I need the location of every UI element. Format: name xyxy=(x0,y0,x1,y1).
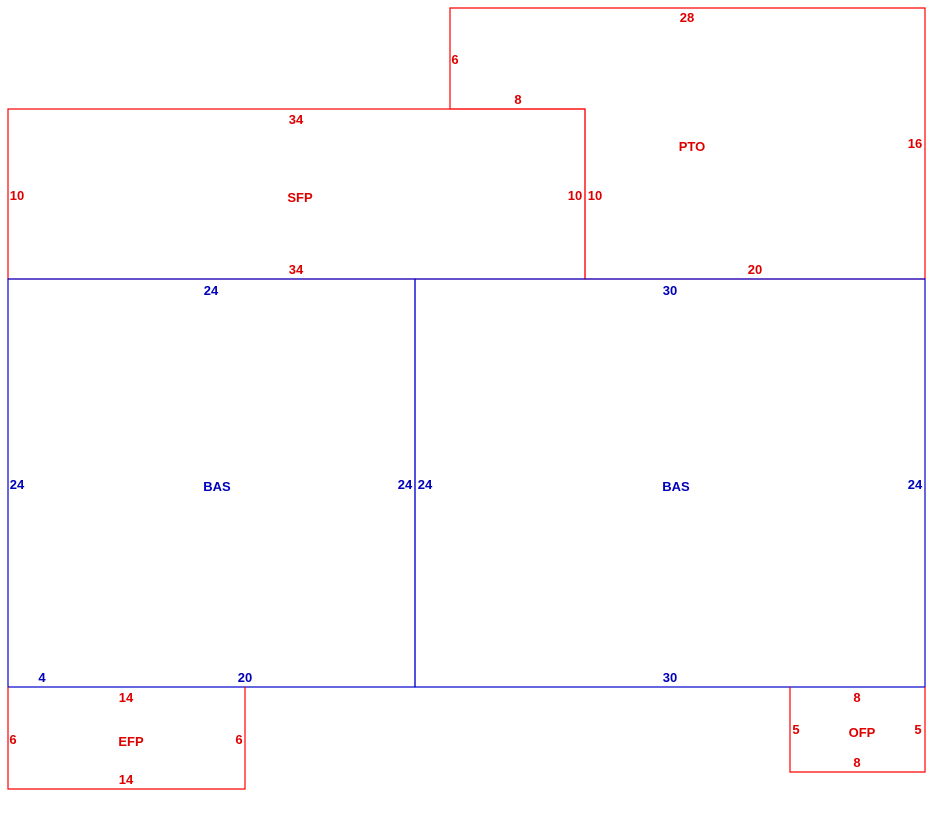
sfp-bottom-dimension: 34 xyxy=(289,262,304,277)
sfp-area-label: SFP xyxy=(287,190,313,205)
bas-left-left-dimension: 24 xyxy=(10,477,25,492)
sfp-right-dimension: 10 xyxy=(568,188,582,203)
efp-area-label: EFP xyxy=(118,734,144,749)
bas-right-area-label: BAS xyxy=(662,479,690,494)
bas-left-area-label: BAS xyxy=(203,479,231,494)
ofp-top-dimension: 8 xyxy=(853,690,860,705)
efp-top-dimension: 14 xyxy=(119,690,134,705)
bas-right-bottom-dimension: 30 xyxy=(663,670,677,685)
pto-right-dimension: 16 xyxy=(908,136,922,151)
ofp-outline xyxy=(789,687,926,773)
efp-right-dimension: 6 xyxy=(235,732,242,747)
ofp-bottom-dimension: 8 xyxy=(853,755,860,770)
pto-left-lower-dimension: 10 xyxy=(588,188,602,203)
bas-left-top-dimension: 24 xyxy=(204,283,219,298)
efp-outline xyxy=(7,687,246,790)
bas-right-left-dimension: 24 xyxy=(418,477,433,492)
bas-right-top-dimension: 30 xyxy=(663,283,677,298)
ofp-left-dimension: 5 xyxy=(792,722,799,737)
ofp-area-label: OFP xyxy=(849,725,876,740)
bas-left-right-dimension: 24 xyxy=(398,477,413,492)
bas-right-right-dimension: 24 xyxy=(908,477,923,492)
pto-top-dimension: 28 xyxy=(680,10,694,25)
pto-bottom-dimension: 20 xyxy=(748,262,762,277)
ofp-right-dimension: 5 xyxy=(914,722,921,737)
bas-right-outline xyxy=(414,278,926,688)
sfp-left-dimension: 10 xyxy=(10,188,24,203)
bas-left-bottom-dimension-a: 4 xyxy=(38,670,46,685)
bas-left-bottom-dimension-b: 20 xyxy=(238,670,252,685)
sfp-top-dimension: 34 xyxy=(289,112,304,127)
pto-area-label: PTO xyxy=(679,139,706,154)
pto-left-dimension: 6 xyxy=(451,52,458,67)
efp-bottom-dimension: 14 xyxy=(119,772,134,787)
pto-step-dimension: 8 xyxy=(514,92,521,107)
efp-left-dimension: 6 xyxy=(9,732,16,747)
